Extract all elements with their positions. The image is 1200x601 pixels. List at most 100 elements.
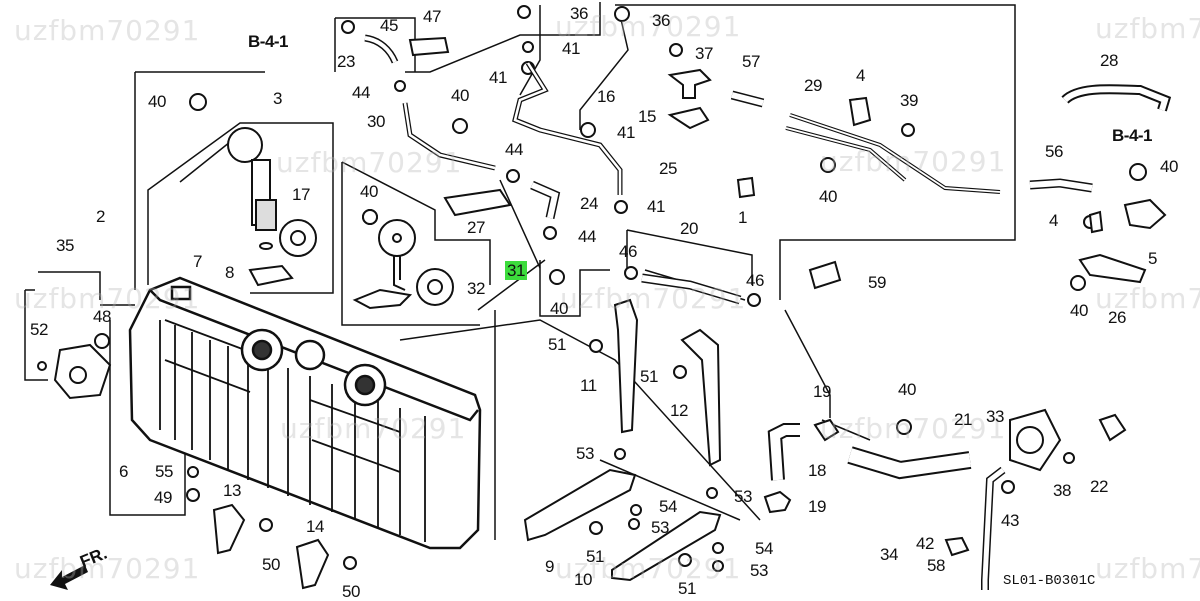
callout-12[interactable]: 12 bbox=[670, 401, 688, 420]
group-box-35 bbox=[24, 271, 101, 381]
callout-21[interactable]: 21 bbox=[954, 410, 972, 429]
callout-51[interactable]: 51 bbox=[640, 367, 658, 386]
callout-15[interactable]: 15 bbox=[638, 107, 656, 126]
callout-53[interactable]: 53 bbox=[576, 444, 594, 463]
diagram-code: SL01-B0301C bbox=[1003, 573, 1096, 589]
callout-3[interactable]: 3 bbox=[273, 89, 282, 108]
callout-50[interactable]: 50 bbox=[342, 582, 360, 601]
callout-47[interactable]: 47 bbox=[423, 7, 441, 26]
callout-45[interactable]: 45 bbox=[380, 16, 398, 35]
pipes-and-hoses bbox=[364, 34, 1172, 590]
callout-40[interactable]: 40 bbox=[1070, 301, 1088, 320]
group-box-bolts bbox=[539, 260, 610, 317]
callout-51[interactable]: 51 bbox=[548, 335, 566, 354]
callout-59[interactable]: 59 bbox=[868, 273, 886, 292]
callout-57[interactable]: 57 bbox=[742, 52, 760, 71]
callout-18[interactable]: 18 bbox=[808, 461, 826, 480]
callout-8[interactable]: 8 bbox=[225, 263, 234, 282]
group-box-tank-bottom bbox=[109, 310, 496, 540]
reference-label-b-4-1[interactable]: B-4-1 bbox=[1112, 126, 1153, 145]
callout-52[interactable]: 52 bbox=[30, 320, 48, 339]
callout-13[interactable]: 13 bbox=[223, 481, 241, 500]
fuel-pump-assembly bbox=[227, 127, 317, 287]
callout-36[interactable]: 36 bbox=[570, 4, 588, 23]
group-box-right bbox=[615, 4, 1016, 300]
callout-43[interactable]: 43 bbox=[1001, 511, 1019, 530]
callout-31-highlighted[interactable]: 31 bbox=[505, 261, 527, 280]
callout-54[interactable]: 54 bbox=[755, 539, 773, 558]
group-box-46 bbox=[626, 229, 753, 285]
callout-5[interactable]: 5 bbox=[1148, 249, 1157, 268]
callout-49[interactable]: 49 bbox=[154, 488, 172, 507]
callout-11[interactable]: 11 bbox=[580, 376, 597, 395]
callout-53[interactable]: 53 bbox=[750, 561, 768, 580]
callout-55[interactable]: 55 bbox=[155, 462, 173, 481]
group-box-sender-31 bbox=[341, 161, 491, 326]
callout-26[interactable]: 26 bbox=[1108, 308, 1126, 327]
callout-40[interactable]: 40 bbox=[451, 86, 469, 105]
front-direction-arrow-icon bbox=[50, 565, 88, 590]
callout-41[interactable]: 41 bbox=[562, 39, 580, 58]
callout-53[interactable]: 53 bbox=[734, 487, 752, 506]
callout-40[interactable]: 40 bbox=[819, 187, 837, 206]
callout-16[interactable]: 16 bbox=[597, 87, 615, 106]
callout-27[interactable]: 27 bbox=[467, 218, 485, 237]
callout-40[interactable]: 40 bbox=[898, 380, 916, 399]
callout-19[interactable]: 19 bbox=[808, 497, 826, 516]
callout-28[interactable]: 28 bbox=[1100, 51, 1118, 70]
callout-41[interactable]: 41 bbox=[489, 68, 507, 87]
callout-42[interactable]: 42 bbox=[916, 534, 934, 553]
callout-54[interactable]: 54 bbox=[659, 497, 677, 516]
callout-53[interactable]: 53 bbox=[651, 518, 669, 537]
callout-33[interactable]: 33 bbox=[986, 407, 1004, 426]
callout-37[interactable]: 37 bbox=[695, 44, 713, 63]
callout-6[interactable]: 6 bbox=[119, 462, 128, 481]
callout-19[interactable]: 19 bbox=[813, 382, 831, 401]
hardware-parts bbox=[37, 5, 1147, 572]
callout-48[interactable]: 48 bbox=[93, 307, 111, 326]
callout-40[interactable]: 40 bbox=[550, 299, 568, 318]
callout-41[interactable]: 41 bbox=[617, 123, 635, 142]
callout-56[interactable]: 56 bbox=[1045, 142, 1063, 161]
callout-44[interactable]: 44 bbox=[505, 140, 523, 159]
callout-34[interactable]: 34 bbox=[880, 545, 898, 564]
callout-4[interactable]: 4 bbox=[856, 66, 865, 85]
tank-straps bbox=[53, 36, 1167, 590]
callout-44[interactable]: 44 bbox=[578, 227, 596, 246]
callout-58[interactable]: 58 bbox=[927, 556, 945, 575]
callout-7[interactable]: 7 bbox=[193, 252, 202, 271]
callout-50[interactable]: 50 bbox=[262, 555, 280, 574]
callout-25[interactable]: 25 bbox=[659, 159, 677, 178]
callout-51[interactable]: 51 bbox=[586, 547, 604, 566]
callout-38[interactable]: 38 bbox=[1053, 481, 1071, 500]
callout-30[interactable]: 30 bbox=[367, 112, 385, 131]
callout-51[interactable]: 51 bbox=[678, 579, 696, 598]
callout-4[interactable]: 4 bbox=[1049, 211, 1058, 230]
callout-32[interactable]: 32 bbox=[467, 279, 485, 298]
callout-46[interactable]: 46 bbox=[619, 242, 637, 261]
callout-10[interactable]: 10 bbox=[574, 570, 592, 589]
callout-14[interactable]: 14 bbox=[306, 517, 324, 536]
callout-40[interactable]: 40 bbox=[360, 182, 378, 201]
callout-35[interactable]: 35 bbox=[56, 236, 74, 255]
callout-36[interactable]: 36 bbox=[652, 11, 670, 30]
reference-label-b-4-1[interactable]: B-4-1 bbox=[248, 32, 289, 51]
callout-22[interactable]: 22 bbox=[1090, 477, 1108, 496]
callout-41[interactable]: 41 bbox=[647, 197, 665, 216]
callout-24[interactable]: 24 bbox=[580, 194, 598, 213]
callout-29[interactable]: 29 bbox=[804, 76, 822, 95]
callout-2[interactable]: 2 bbox=[96, 207, 105, 226]
callout-20[interactable]: 20 bbox=[680, 219, 698, 238]
callout-46[interactable]: 46 bbox=[746, 271, 764, 290]
callout-23[interactable]: 23 bbox=[337, 52, 355, 71]
group-box-sender-3 bbox=[147, 122, 334, 294]
fuel-tank bbox=[128, 276, 482, 550]
callout-1[interactable]: 1 bbox=[738, 208, 747, 227]
callout-44[interactable]: 44 bbox=[352, 83, 370, 102]
callout-17[interactable]: 17 bbox=[292, 185, 310, 204]
callout-40[interactable]: 40 bbox=[1160, 157, 1178, 176]
callout-9[interactable]: 9 bbox=[545, 557, 554, 576]
callout-40[interactable]: 40 bbox=[148, 92, 166, 111]
callout-39[interactable]: 39 bbox=[900, 91, 918, 110]
